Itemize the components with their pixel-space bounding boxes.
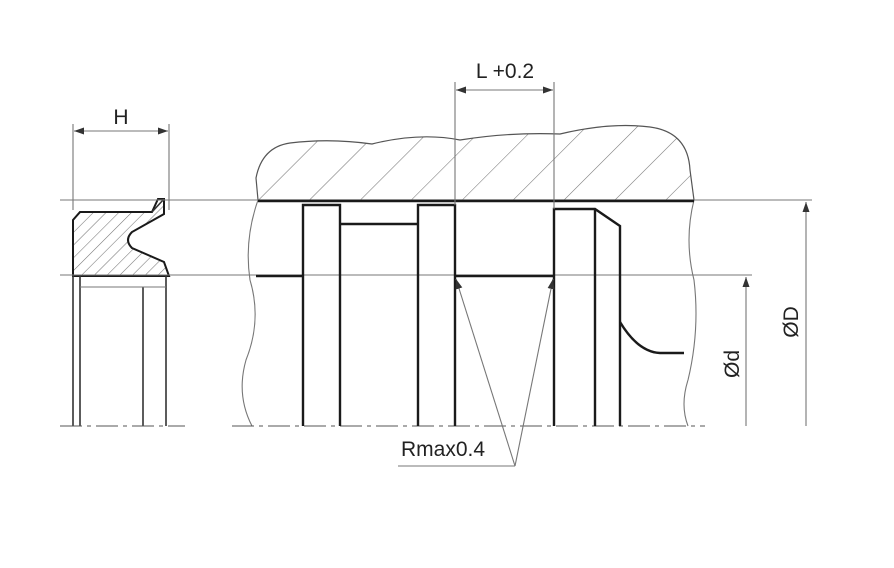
seal-profile <box>60 198 185 427</box>
dimension-l: L +0.2 <box>454 60 555 209</box>
piston-lands <box>301 203 684 426</box>
dimension-h: H <box>72 106 170 210</box>
dimension-l-label: L +0.2 <box>476 60 534 83</box>
radius-label: Rmax0.4 <box>401 438 485 461</box>
radius-leader-right <box>514 278 555 467</box>
dimension-d-label: Ød <box>721 350 744 378</box>
dimension-outer-diameter: ØD <box>780 202 810 426</box>
housing <box>241 124 697 427</box>
land-3 <box>552 207 622 426</box>
housing-section <box>255 124 695 201</box>
installation-lines <box>60 199 812 427</box>
dimension-D-label: ØD <box>780 306 803 338</box>
radius-leader-left <box>455 278 516 467</box>
housing-break-right <box>683 199 697 427</box>
housing-break-left <box>241 199 259 427</box>
radius-callout: Rmax0.4 <box>398 278 555 467</box>
land-3-fillet <box>618 321 684 355</box>
dimension-inner-diameter: Ød <box>721 277 750 426</box>
dimension-h-label: H <box>113 106 128 129</box>
land-1 <box>301 203 342 426</box>
seal-cross-section <box>72 198 171 277</box>
seal-lip <box>151 198 165 213</box>
land-2 <box>416 203 457 426</box>
